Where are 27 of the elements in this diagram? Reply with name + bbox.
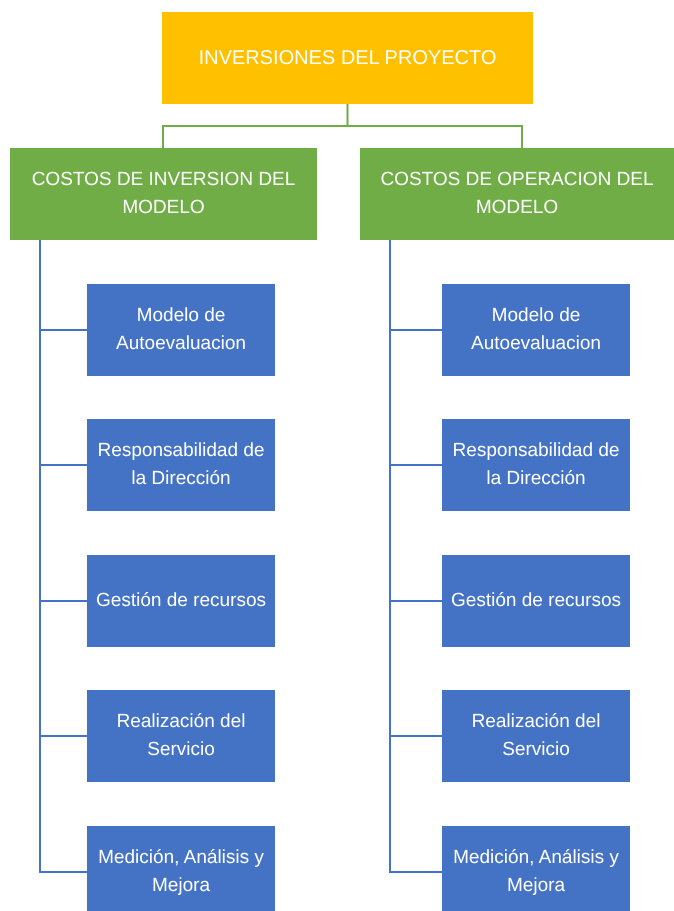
node-label: Realización del Servicio bbox=[116, 710, 246, 762]
item-box bbox=[87, 826, 275, 911]
item-box bbox=[87, 555, 275, 647]
node-label: Medición, Análisis y Mejora bbox=[452, 846, 620, 898]
node-label: Modelo de Autoevaluacion bbox=[470, 304, 602, 356]
node-label: Responsabilidad de la Dirección bbox=[96, 439, 266, 491]
item-box bbox=[87, 419, 275, 511]
node-label: Gestión de recursos bbox=[450, 589, 622, 614]
item-box bbox=[87, 690, 275, 782]
item-box bbox=[87, 284, 275, 376]
node-label: Modelo de Autoevaluacion bbox=[115, 304, 247, 356]
item-box bbox=[442, 690, 630, 782]
category-box bbox=[360, 148, 674, 240]
item-box bbox=[442, 555, 630, 647]
node-label: Medición, Análisis y Mejora bbox=[97, 846, 265, 898]
item-box bbox=[442, 284, 630, 376]
node-label: Realización del Servicio bbox=[470, 710, 602, 762]
item-box bbox=[442, 826, 630, 911]
root-box bbox=[162, 12, 533, 104]
node-label: COSTOS DE OPERACION DEL MODELO bbox=[379, 168, 655, 220]
node-label: INVERSIONES DEL PROYECTO bbox=[198, 46, 496, 70]
node-label: Gestión de recursos bbox=[96, 589, 266, 614]
category-box bbox=[10, 148, 317, 240]
connector-line bbox=[346, 104, 523, 148]
node-label: Responsabilidad de la Dirección bbox=[452, 439, 620, 491]
node-label: COSTOS DE INVERSION DEL MODELO bbox=[30, 168, 296, 220]
item-box bbox=[442, 419, 630, 511]
